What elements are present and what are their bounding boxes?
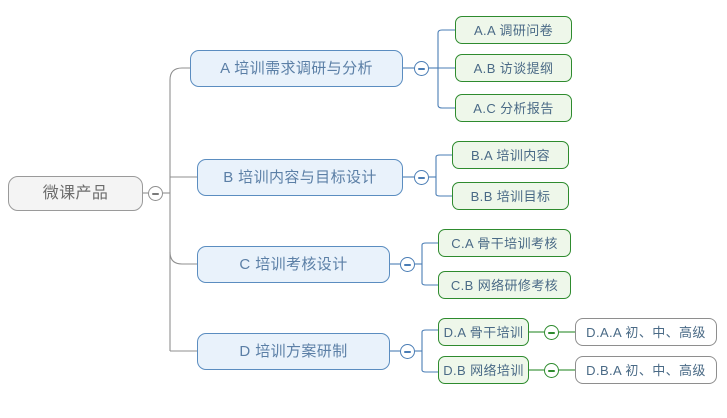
leaf-node-B-B-label: B.B 培训目标 [470,188,551,204]
branch-node-D[interactable]: D 培训方案研制 [197,333,390,370]
leaf-node-C-B-label: C.B 网络研修考核 [450,277,559,293]
branch-node-A[interactable]: A 培训需求调研与分析 [190,50,403,87]
leaf-node-D-A-A-label: D.A.A 初、中、高级 [586,324,706,340]
leaf-node-C-A-label: C.A 骨干培训考核 [451,235,558,251]
wire-A-to-AC [437,104,455,109]
minus-circle-icon [152,192,159,195]
branch-node-D-label: D 培训方案研制 [239,343,348,360]
branch-node-C[interactable]: C 培训考核设计 [197,246,390,283]
branch-node-D-A-label: D.A 骨干培训 [443,324,524,340]
wire-B-to-BB [435,193,452,197]
leaf-node-A-C-label: A.C 分析报告 [473,100,554,116]
branch-node-D-A[interactable]: D.A 骨干培训 [438,318,529,346]
wire-D-to-DB [421,369,438,373]
branch-B-collapse-toggle[interactable] [414,170,429,185]
root-node-label: 微课产品 [42,184,109,202]
wire-B-to-BA [435,154,452,158]
leaf-node-C-B[interactable]: C.B 网络研修考核 [438,271,571,299]
leaf-node-D-B-A[interactable]: D.B.A 初、中、高级 [575,356,717,384]
branch-node-B-label: B 培训内容与目标设计 [223,169,377,186]
branch-A-collapse-toggle[interactable] [414,61,429,76]
wire-C-to-CB [421,282,438,286]
branch-D-collapse-toggle[interactable] [400,344,415,359]
minus-circle-icon [404,263,411,266]
branch-node-D-B-label: D.B 网络培训 [443,362,524,378]
leaf-node-A-A-label: A.A 调研问卷 [473,22,554,38]
leaf-node-D-B-A-label: D.B.A 初、中、高级 [586,362,706,378]
leaf-node-D-A-A[interactable]: D.A.A 初、中、高级 [575,318,717,346]
minus-circle-icon [548,369,555,372]
root-node[interactable]: 微课产品 [8,176,143,211]
minus-circle-icon [404,350,411,353]
leaf-node-B-B[interactable]: B.B 培训目标 [452,182,569,210]
leaf-node-A-B-label: A.B 访谈提纲 [473,60,554,76]
leaf-node-A-C[interactable]: A.C 分析报告 [455,94,572,122]
branch-D-A-collapse-toggle[interactable] [544,325,559,340]
minus-circle-icon [418,67,425,70]
leaf-node-B-A-label: B.A 培训内容 [470,147,551,163]
branch-node-D-B[interactable]: D.B 网络培训 [438,356,529,384]
leaf-node-A-A[interactable]: A.A 调研问卷 [455,16,572,44]
wire-A-to-AA [437,29,455,34]
leaf-node-A-B[interactable]: A.B 访谈提纲 [455,54,572,82]
minus-circle-icon [548,331,555,334]
leaf-node-B-A[interactable]: B.A 培训内容 [452,141,569,169]
root-collapse-toggle[interactable] [148,186,163,201]
wire-D-to-DA [421,329,438,333]
branch-node-B[interactable]: B 培训内容与目标设计 [197,159,403,196]
leaf-node-C-A[interactable]: C.A 骨干培训考核 [438,229,571,257]
wire-root-to-A [169,67,190,81]
branch-node-C-label: C 培训考核设计 [239,256,348,273]
branch-node-A-label: A 培训需求调研与分析 [220,60,373,77]
wire-C-to-CA [421,242,438,246]
branch-C-collapse-toggle[interactable] [400,257,415,272]
wire-root-to-C [169,251,197,265]
branch-D-B-collapse-toggle[interactable] [544,363,559,378]
minus-circle-icon [418,176,425,179]
